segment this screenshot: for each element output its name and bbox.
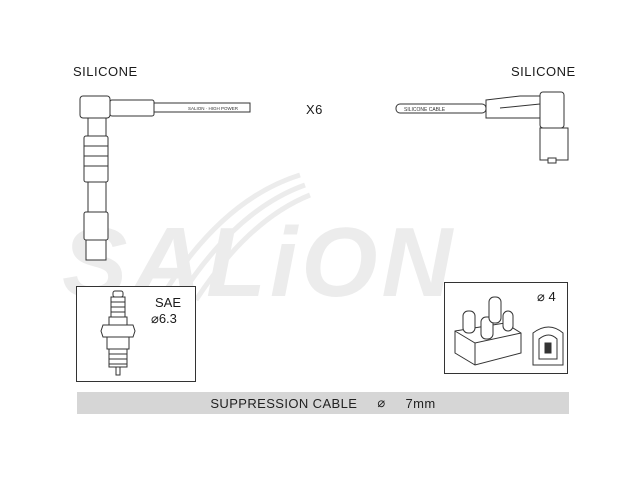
distributor-terminal-box: ⌀ 4 [444, 282, 568, 374]
distributor-cap-icon [454, 296, 564, 366]
left-material-label: SILICONE [73, 64, 138, 79]
terminal-diameter: ⌀6.3 [151, 311, 177, 326]
left-boot [79, 95, 251, 261]
right-boot [395, 91, 569, 164]
spark-plug-terminal-box: SAE ⌀6.3 [76, 286, 196, 382]
watermark-swoosh [157, 172, 311, 302]
cable-print-right: SILICONE CABLE [404, 107, 446, 113]
cable-spec-banner: SUPPRESSION CABLE ⌀ 7mm [77, 392, 569, 414]
quantity-label: X6 [306, 102, 323, 117]
cable-type: SUPPRESSION CABLE [210, 395, 358, 411]
right-material-label: SILICONE [511, 64, 576, 79]
cable-diameter: 7mm [405, 395, 436, 411]
terminal-type: SAE [155, 295, 182, 310]
terminal-diameter-right: ⌀ 4 [537, 289, 556, 304]
spark-plug-icon [100, 290, 136, 376]
cable-print-left: SALION · HIGH POWER [188, 106, 239, 111]
diameter-symbol: ⌀ [377, 395, 386, 410]
